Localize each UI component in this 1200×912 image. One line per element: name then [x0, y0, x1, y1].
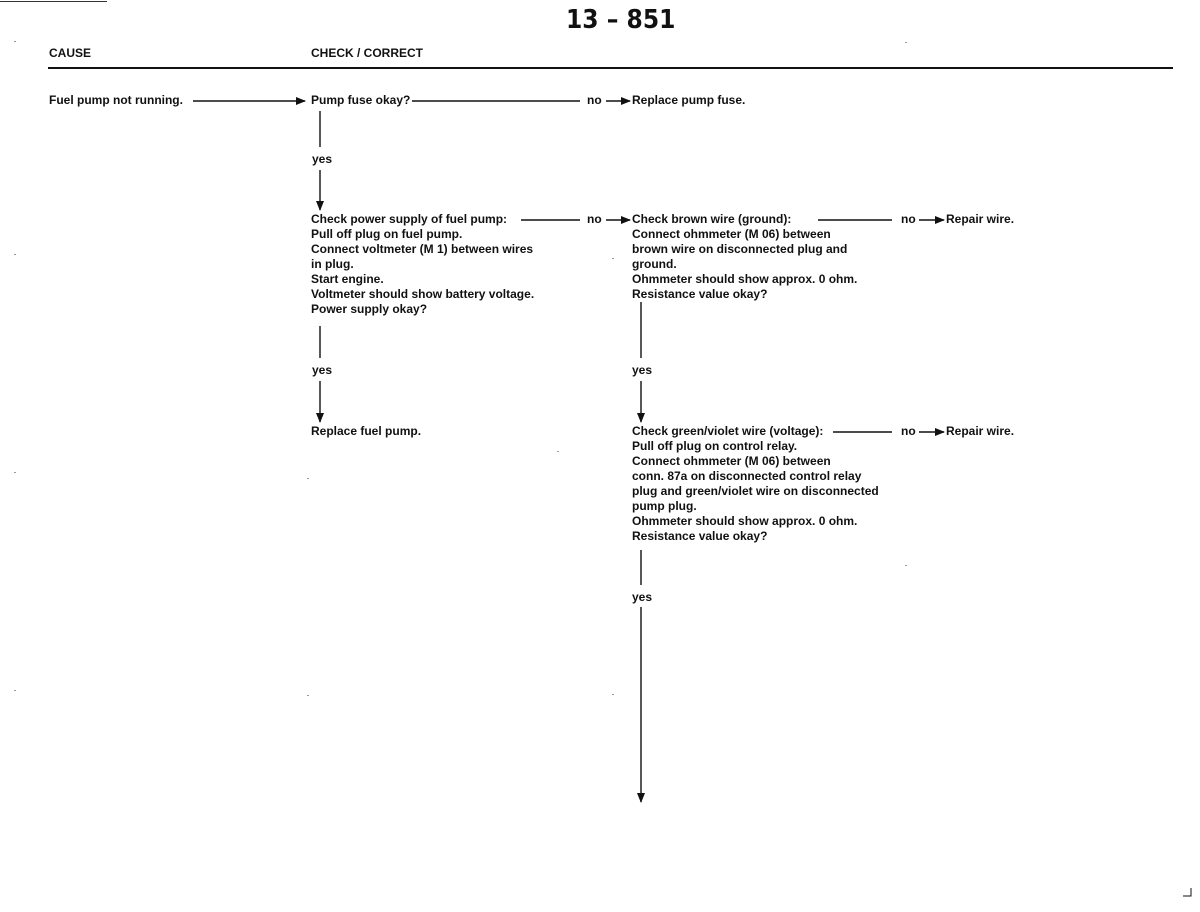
scan-speck [905, 565, 907, 566]
check-pump-fuse: Pump fuse okay? [311, 93, 411, 107]
power-check-line: Check power supply of fuel pump: [311, 212, 508, 226]
power-check-line: Pull off plug on fuel pump. [311, 227, 463, 241]
fuse-no-label: no [587, 93, 602, 107]
green-check-line: Pull off plug on control relay. [632, 439, 798, 453]
green-check-line: Resistance value okay? [632, 529, 768, 543]
brown-check-line: Check brown wire (ground): [632, 212, 792, 226]
power-check-line: Connect voltmeter (M 1) between wires [311, 242, 534, 256]
scan-speck [14, 41, 16, 42]
brown-yes-label: yes [632, 363, 653, 377]
check-power-supply-block: Check power supply of fuel pump: Pull of… [311, 212, 534, 317]
header-rule [48, 67, 1173, 69]
green-check-line: Check green/violet wire (voltage): [632, 424, 824, 438]
green-yes-label: yes [632, 590, 653, 604]
scan-speck [307, 478, 309, 479]
scan-speck [14, 472, 16, 473]
brown-check-line: brown wire on disconnected plug and [632, 242, 848, 256]
cause-fuel-pump-not-running: Fuel pump not running. [49, 93, 183, 107]
fix-replace-pump-fuse: Replace pump fuse. [632, 93, 746, 107]
brown-no-label: no [901, 212, 916, 226]
green-check-line: Connect ohmmeter (M 06) between [632, 454, 831, 468]
power-no-label: no [587, 212, 602, 226]
brown-check-line: ground. [632, 257, 677, 271]
fix-repair-wire-green: Repair wire. [946, 424, 1015, 438]
corner-mark [1183, 888, 1192, 897]
power-check-line: Start engine. [311, 272, 384, 286]
check-brown-wire-block: Check brown wire (ground): Connect ohmme… [632, 212, 857, 302]
green-check-line: conn. 87a on disconnected control relay [632, 469, 862, 483]
scan-speck [612, 694, 614, 695]
column-header-cause: CAUSE [49, 46, 92, 60]
brown-check-line: Resistance value okay? [632, 287, 768, 301]
top-edge-line [0, 1, 107, 2]
power-check-line: Voltmeter should show battery voltage. [311, 287, 535, 301]
power-yes-label: yes [312, 363, 333, 377]
page-number: 13 – 851 [566, 5, 676, 35]
brown-check-line: Ohmmeter should show approx. 0 ohm. [632, 272, 858, 286]
green-no-label: no [901, 424, 916, 438]
column-header-check-correct: CHECK / CORRECT [311, 46, 424, 60]
power-check-line: in plug. [311, 257, 354, 271]
scan-speck [612, 258, 614, 259]
scan-speck [14, 690, 16, 691]
check-green-violet-wire-block: Check green/violet wire (voltage): Pull … [632, 424, 879, 544]
scan-speck [14, 254, 16, 255]
fix-replace-fuel-pump: Replace fuel pump. [311, 424, 422, 438]
green-check-line: pump plug. [632, 499, 697, 513]
scan-speck [557, 451, 559, 452]
green-check-line: Ohmmeter should show approx. 0 ohm. [632, 514, 858, 528]
fuse-yes-label: yes [312, 152, 333, 166]
green-check-line: plug and green/violet wire on disconnect… [632, 484, 879, 498]
power-check-line: Power supply okay? [311, 302, 428, 316]
scan-speck [905, 42, 907, 43]
brown-check-line: Connect ohmmeter (M 06) between [632, 227, 831, 241]
scan-speck [307, 695, 309, 696]
fix-repair-wire-brown: Repair wire. [946, 212, 1015, 226]
